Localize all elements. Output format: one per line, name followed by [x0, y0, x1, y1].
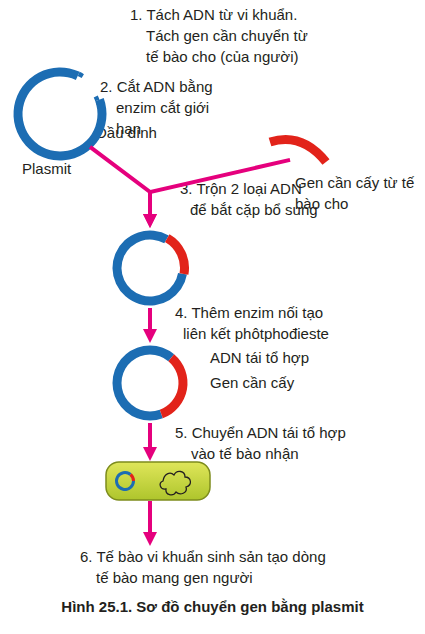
step-label: 5. Chuyển ADN tái tổ hợp vào tế bào nhận	[175, 422, 360, 464]
gene-fragment	[270, 140, 326, 163]
nucleoid	[160, 471, 190, 494]
flow-arrow	[148, 423, 152, 454]
caption: Hình 25.1. Sơ đồ chuyển gen bằng plasmit	[0, 596, 425, 617]
flow-arrow	[148, 501, 152, 539]
donor-gene: Gen cần cấy từ tế bào cho	[262, 132, 425, 214]
small-plasmid	[115, 471, 135, 491]
dna-strand	[165, 234, 189, 275]
node-label: Gen cần cấy từ tế bào cho	[295, 172, 423, 214]
dna-strand	[14, 68, 107, 161]
node-label: 6. Tế bào vi khuẩn sinh sản tạo dòng tế …	[80, 546, 338, 588]
step-text: 6. Tế bào vi khuẩn sinh sản tạo dòng tế …	[80, 546, 338, 590]
flow-arrow	[90, 147, 150, 221]
node-label: Plasmit	[22, 158, 71, 179]
recombinant-dna: ADN tái tổ hợpGen cần cấy	[110, 343, 332, 423]
step-label: 1. Tách ADN từ vi khuẩn. Tách gen cần ch…	[130, 4, 316, 67]
dna-strand	[78, 72, 84, 78]
dna-strand	[94, 96, 100, 102]
dna-strand	[160, 354, 188, 418]
cell-body	[106, 462, 210, 500]
small-gene	[130, 473, 136, 481]
node-shape	[110, 228, 190, 308]
node-shape	[105, 461, 211, 501]
bacterial-cell	[105, 461, 211, 501]
plasmid-ring: Plasmit	[14, 68, 106, 180]
annealed-dna	[110, 228, 190, 308]
node-label: ADN tái tổ hợp	[210, 347, 309, 368]
flow-arrow	[150, 160, 290, 221]
flow-arrow	[148, 308, 152, 336]
step-label: 4. Thêm enzim nối tạo liên kết phôtphođi…	[175, 302, 337, 344]
node-label: Gen cần cấy	[210, 372, 294, 393]
